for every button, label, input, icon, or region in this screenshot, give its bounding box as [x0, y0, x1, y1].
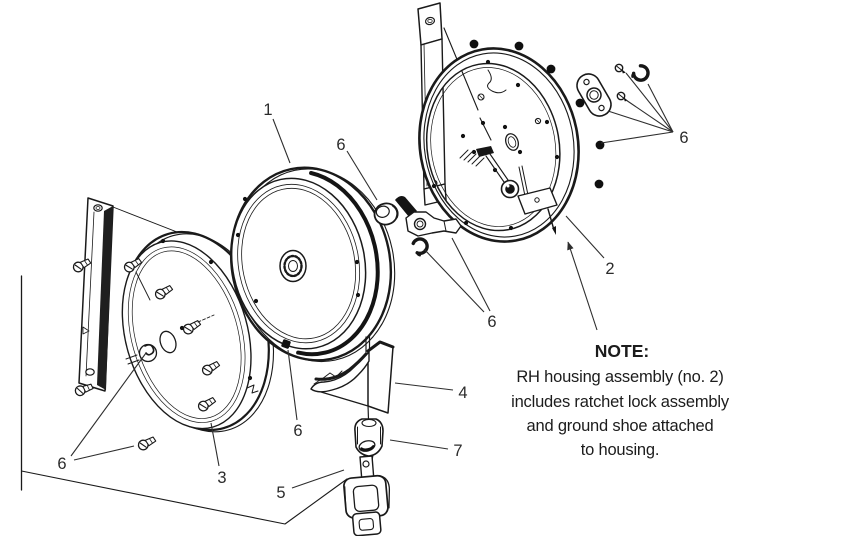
note-block: NOTE: RH housing assembly (no. 2) includ… — [511, 341, 730, 459]
ball-stop-part-7 — [354, 418, 384, 461]
retaining-clip — [407, 234, 432, 259]
spring — [459, 149, 485, 167]
callout-1: 1 — [263, 101, 272, 119]
lh-mounting-bracket — [71, 197, 237, 398]
callout-labels: 1 2 3 4 5 6 6 6 6 6 7 — [57, 101, 688, 502]
callout-4: 4 — [458, 384, 467, 402]
retaining-clip — [629, 62, 651, 84]
cable-guide-part-4 — [310, 335, 395, 421]
callout-6-fasteners: 6 — [679, 129, 688, 147]
ratchet-pawl — [395, 196, 462, 259]
note-line-4: to housing. — [581, 441, 660, 459]
callout-3: 3 — [217, 469, 226, 487]
note-arrow — [567, 241, 598, 331]
note-heading: NOTE: — [595, 341, 649, 361]
cable-line — [367, 404, 370, 421]
callout-6-nut: 6 — [293, 422, 302, 440]
callout-2: 2 — [605, 260, 614, 278]
rh-housing-part-2 — [418, 47, 580, 243]
lh-disc-part-3 — [121, 230, 275, 433]
screw — [614, 63, 627, 75]
square-nut — [281, 339, 291, 349]
pin — [135, 271, 151, 301]
callout-5: 5 — [276, 484, 285, 502]
callout-6-bushing: 6 — [336, 136, 345, 154]
rim-notch — [487, 69, 507, 94]
ratchet-lock-assembly — [459, 93, 558, 235]
shaft-flange-plate — [576, 62, 651, 117]
wall-reference-lines — [20, 275, 348, 525]
note-line-1: RH housing assembly (no. 2) — [516, 368, 723, 386]
callout-7: 7 — [453, 442, 462, 460]
reel-spool-part-1 — [229, 166, 396, 363]
bushing-part-6 — [373, 202, 399, 226]
rim-notch — [246, 384, 259, 394]
note-line-2: includes ratchet lock assembly — [511, 393, 730, 411]
screw — [136, 433, 158, 453]
ratchet-plate — [517, 187, 558, 215]
pawl-lever — [476, 146, 494, 157]
oval-hole — [159, 330, 177, 354]
callout-6-left: 6 — [57, 455, 66, 473]
leader-lines — [70, 72, 674, 489]
hook-clamp-part-5 — [343, 455, 391, 536]
hook-pin — [144, 344, 155, 356]
callout-6-pawl: 6 — [487, 313, 496, 331]
ground-shoe — [310, 351, 370, 393]
note-line-3: and ground shoe attached — [527, 417, 714, 435]
